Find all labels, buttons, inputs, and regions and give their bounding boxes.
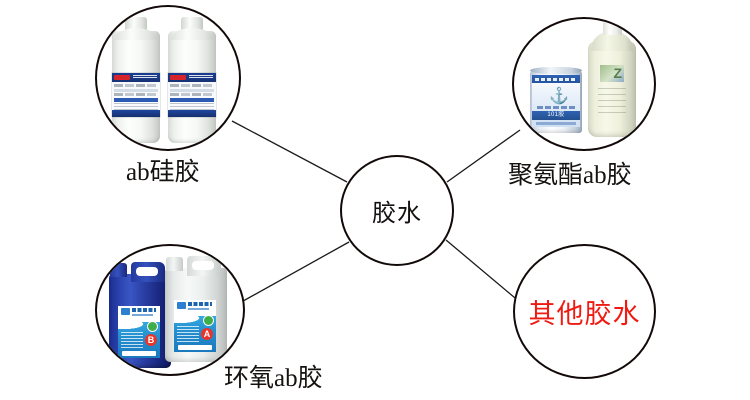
jerry-can-label: A bbox=[174, 300, 216, 352]
can-band-text: 101胶 bbox=[532, 111, 580, 120]
node-circle-ab-silicone[interactable] bbox=[95, 5, 241, 151]
bottle-label bbox=[168, 73, 216, 117]
jerry-can-white: A bbox=[165, 256, 227, 362]
bottle-logo bbox=[600, 65, 624, 82]
connector-center-to-other-glue bbox=[445, 239, 522, 304]
round-bottle-left bbox=[112, 17, 160, 143]
component-badge-a: A bbox=[201, 328, 213, 340]
node-circle-epoxy[interactable]: B A bbox=[95, 244, 245, 376]
jerry-can-spout-icon bbox=[110, 263, 127, 277]
certification-badge-icon bbox=[204, 316, 213, 325]
center-label: 胶水 bbox=[372, 201, 422, 227]
bottle-text-block bbox=[598, 88, 626, 118]
jerry-can-blue: B bbox=[109, 262, 171, 368]
product-image-ab-silicone bbox=[112, 15, 230, 145]
connector-center-to-epoxy bbox=[235, 241, 350, 306]
node-circle-center-glue[interactable]: 胶水 bbox=[340, 155, 454, 266]
node-label-epoxy: 环氧ab胶 bbox=[224, 365, 323, 392]
bottle-cap-icon bbox=[603, 21, 622, 35]
jerry-can-handle-hole bbox=[192, 261, 214, 270]
bottle-shoulder bbox=[170, 28, 214, 40]
product-image-epoxy: B A bbox=[109, 256, 239, 370]
connector-center-to-ab-silicone bbox=[231, 120, 348, 183]
anchor-icon: ⚓ bbox=[549, 88, 569, 105]
jerry-can-spout-icon bbox=[166, 257, 183, 271]
can-rim bbox=[530, 67, 582, 74]
bottle-shoulder bbox=[114, 28, 158, 40]
jerry-can-handle-hole bbox=[136, 267, 158, 276]
jerry-can-label: B bbox=[118, 306, 160, 358]
product-image-polyurethane: ⚓ 101胶 bbox=[524, 21, 652, 147]
node-circle-polyurethane[interactable]: ⚓ 101胶 bbox=[512, 17, 656, 151]
certification-badge-icon bbox=[148, 322, 157, 331]
bottle-label bbox=[112, 73, 160, 117]
node-circle-other-glue[interactable]: 其他胶水 bbox=[513, 244, 656, 379]
round-bottle-right bbox=[168, 17, 216, 143]
tall-bottle bbox=[588, 21, 636, 137]
node-label-polyurethane: 聚氨酯ab胶 bbox=[508, 162, 632, 189]
node-label-ab-silicone: ab硅胶 bbox=[126, 159, 200, 186]
can-label: ⚓ 101胶 bbox=[532, 75, 580, 127]
bottle-shoulder bbox=[591, 31, 633, 51]
component-badge-b: B bbox=[145, 334, 157, 346]
node-label-other-glue: 其他胶水 bbox=[528, 299, 641, 329]
paint-can: ⚓ 101胶 bbox=[530, 67, 582, 133]
